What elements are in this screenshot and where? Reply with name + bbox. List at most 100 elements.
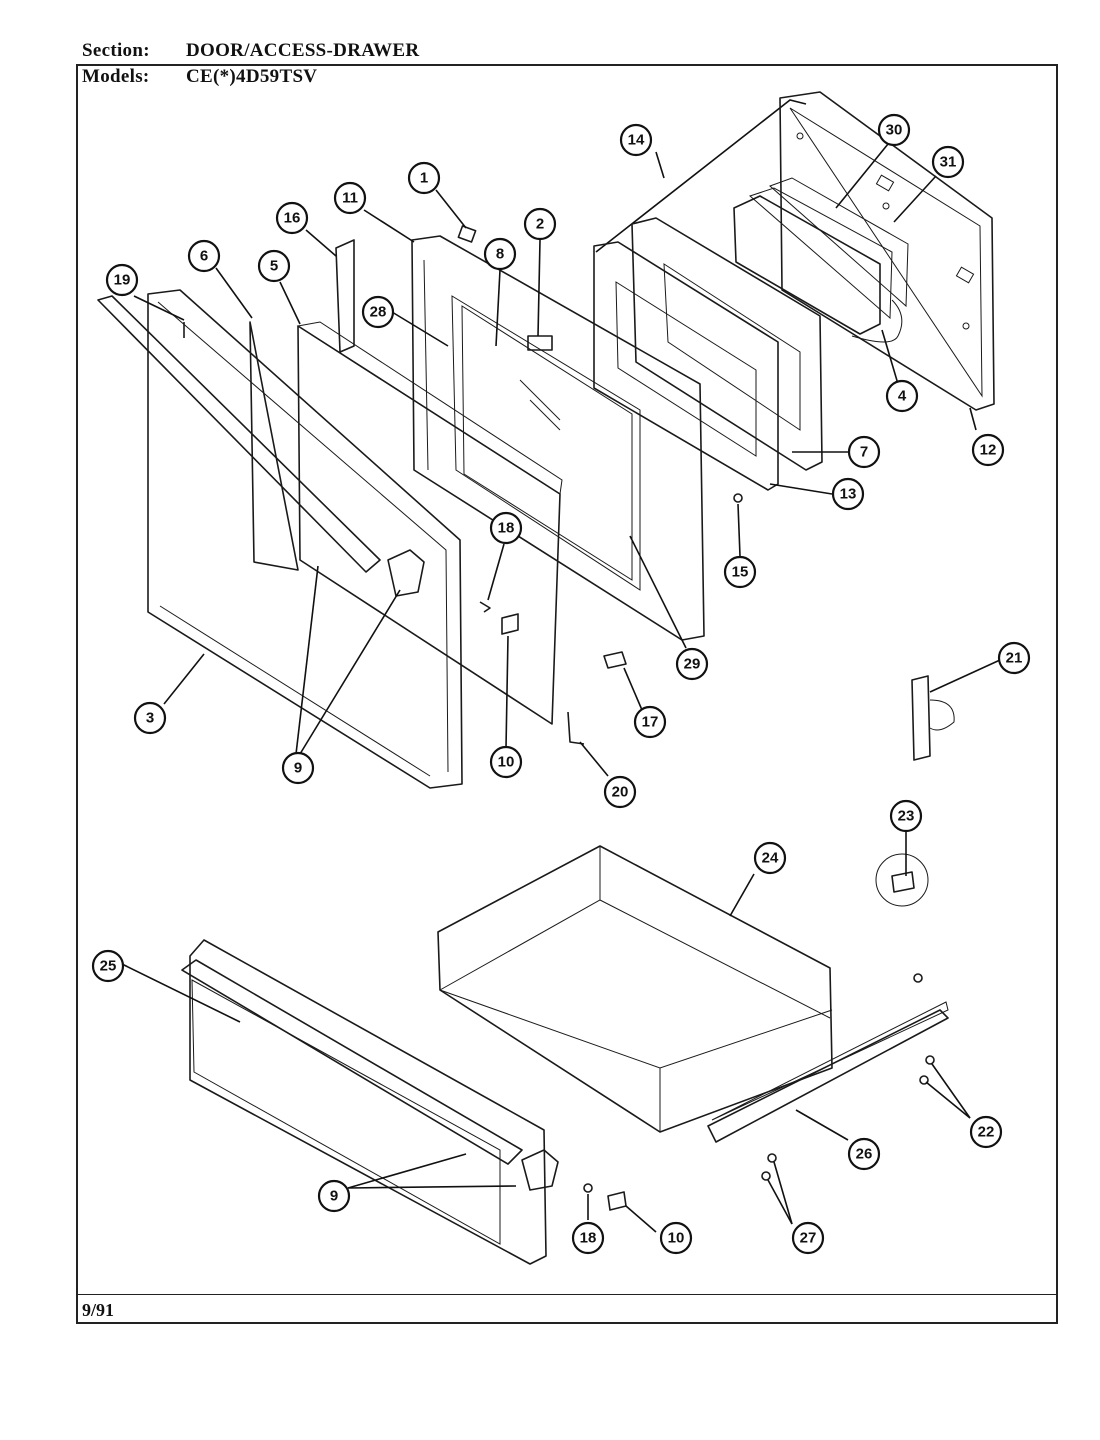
part-clip-18 — [479, 601, 491, 613]
part-drawer-pad-10 — [607, 1191, 627, 1211]
svg-text:16: 16 — [284, 210, 301, 227]
part-screw-15 — [733, 493, 743, 503]
callout-19: 19 — [105, 263, 139, 297]
part-drawer-front — [189, 939, 547, 1265]
svg-text:30: 30 — [886, 122, 903, 139]
svg-text:9: 9 — [330, 1188, 338, 1205]
section-value: DOOR/ACCESS-DRAWER — [186, 40, 420, 61]
part-hinge-21 — [911, 675, 955, 761]
callout-17: 17 — [633, 705, 667, 739]
part-outer-door-frame — [147, 289, 463, 789]
part-glass-pack-bracket — [595, 99, 807, 253]
callout-13: 13 — [831, 477, 865, 511]
callout-16: 16 — [275, 201, 309, 235]
svg-text:12: 12 — [980, 442, 997, 459]
part-latch-1 — [457, 225, 477, 243]
part-inner-door-liner — [411, 235, 705, 641]
callout-22: 22 — [969, 1115, 1003, 1149]
svg-text:26: 26 — [856, 1146, 873, 1163]
callout-27: 27 — [791, 1221, 825, 1255]
svg-text:8: 8 — [496, 246, 504, 263]
svg-text:18: 18 — [580, 1230, 597, 1247]
part-glass-stack — [733, 177, 909, 335]
svg-text:15: 15 — [732, 564, 749, 581]
callout-26: 26 — [847, 1137, 881, 1171]
svg-text:27: 27 — [800, 1230, 817, 1247]
svg-text:25: 25 — [100, 958, 117, 975]
part-drawer-box — [437, 845, 833, 1133]
callout-6: 6 — [187, 239, 221, 273]
callout-10a: 10 — [489, 745, 523, 779]
svg-text:23: 23 — [898, 808, 915, 825]
svg-text:3: 3 — [146, 710, 154, 727]
callout-31: 31 — [931, 145, 965, 179]
svg-text:24: 24 — [762, 850, 779, 867]
part-window-glass — [519, 379, 561, 431]
callout-24: 24 — [753, 841, 787, 875]
part-drawer-handle — [181, 959, 559, 1191]
section-label: Section: — [82, 40, 150, 61]
svg-text:17: 17 — [642, 714, 659, 731]
part-door-back-panel — [779, 91, 995, 411]
part-wire-4 — [851, 299, 903, 343]
svg-text:13: 13 — [840, 486, 857, 503]
svg-text:9: 9 — [294, 760, 302, 777]
svg-text:31: 31 — [940, 154, 957, 171]
part-glass-frame — [593, 241, 779, 491]
callout-11: 11 — [333, 181, 367, 215]
callout-8: 8 — [483, 237, 517, 271]
callout-3: 3 — [133, 701, 167, 735]
part-detail-23 — [875, 853, 929, 907]
callout-29: 29 — [675, 647, 709, 681]
callout-4: 4 — [885, 379, 919, 413]
svg-text:2: 2 — [536, 216, 544, 233]
callout-7: 7 — [847, 435, 881, 469]
callout-30: 30 — [877, 113, 911, 147]
svg-text:29: 29 — [684, 656, 701, 673]
part-screws-22 — [913, 973, 935, 1085]
svg-text:14: 14 — [628, 132, 645, 149]
part-glass-panel — [249, 321, 299, 571]
svg-text:7: 7 — [860, 444, 868, 461]
callout-1: 1 — [407, 161, 441, 195]
part-drawer-clip-18 — [583, 1183, 593, 1193]
part-door-handle — [97, 295, 425, 597]
svg-text:10: 10 — [668, 1230, 685, 1247]
part-drawer-rail — [707, 1001, 949, 1143]
callout-18b: 18 — [571, 1221, 605, 1255]
part-inner-glass — [631, 217, 823, 471]
footer-date: 9/91 — [82, 1300, 115, 1320]
callout-10b: 10 — [659, 1221, 693, 1255]
callout-5: 5 — [257, 249, 291, 283]
callout-2: 2 — [523, 207, 557, 241]
part-door-panel — [296, 321, 563, 725]
svg-text:22: 22 — [978, 1124, 995, 1141]
callout-28: 28 — [361, 295, 395, 329]
svg-text:1: 1 — [420, 170, 428, 187]
callout-9a: 9 — [281, 751, 315, 785]
part-strip — [335, 239, 355, 353]
svg-text:4: 4 — [898, 388, 907, 405]
svg-text:20: 20 — [612, 784, 629, 801]
callout-20: 20 — [603, 775, 637, 809]
section-header: Section: DOOR/ACCESS-DRAWER — [82, 40, 419, 62]
diagram-frame — [76, 64, 1058, 1324]
part-pad-17 — [603, 651, 627, 669]
callout-9b: 9 — [317, 1179, 351, 1213]
leader-lines — [121, 143, 1001, 1233]
svg-text:19: 19 — [114, 272, 131, 289]
svg-text:11: 11 — [342, 190, 358, 207]
part-clip-2 — [527, 335, 553, 351]
part-pad-10 — [501, 613, 519, 635]
callout-25: 25 — [91, 949, 125, 983]
svg-text:28: 28 — [370, 304, 387, 321]
svg-text:18: 18 — [498, 520, 515, 537]
part-bracket-20 — [567, 711, 585, 745]
callout-23: 23 — [889, 799, 923, 833]
callout-21: 21 — [997, 641, 1031, 675]
svg-text:6: 6 — [200, 248, 208, 265]
models-label: Models: — [82, 66, 150, 87]
callout-14: 14 — [619, 123, 653, 157]
callout-18a: 18 — [489, 511, 523, 545]
